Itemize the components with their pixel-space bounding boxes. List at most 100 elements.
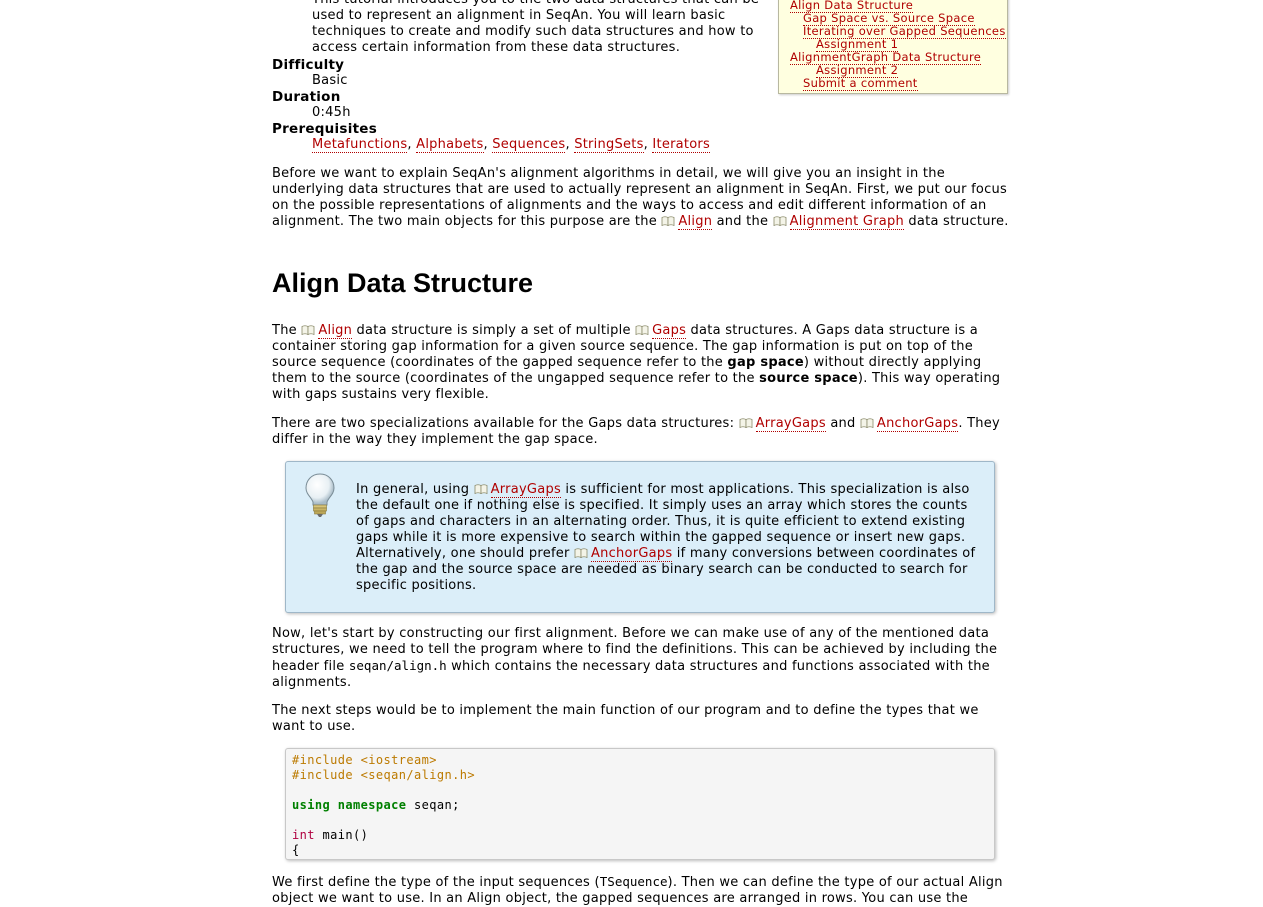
link-gaps[interactable]: Gaps <box>652 323 687 339</box>
intro-line: techniques to create and modify such dat… <box>312 24 754 39</box>
book-icon <box>739 418 753 428</box>
section-heading: Align Data Structure <box>272 268 534 298</box>
text-line: We first define the type of the input se… <box>272 874 1012 891</box>
toc-link-align-data-structure[interactable]: Align Data Structure <box>790 0 914 13</box>
book-icon <box>301 325 315 335</box>
toc-link-alignmentgraph[interactable]: AlignmentGraph Data Structure <box>790 50 982 65</box>
text-line: with gaps sustains very flexible. <box>272 387 490 402</box>
text-line: of gaps and characters in an alternating… <box>356 514 966 529</box>
text-span: if many conversions between coordinates … <box>672 546 976 561</box>
tip-box: In general, using ArrayGaps is sufficien… <box>285 461 995 613</box>
intro-line: access certain information from these da… <box>312 40 681 55</box>
text-span: . They <box>958 416 1000 431</box>
text-span: Alternatively, one should prefer <box>356 546 575 561</box>
intro-line: This tutorial introduces you to the two … <box>312 0 759 8</box>
text-span: data structure is simply a set of multip… <box>352 323 636 338</box>
tip-text: In general, using ArrayGaps is sufficien… <box>356 482 976 594</box>
text-line: There are two specializations available … <box>272 416 1012 432</box>
toc-link-submit-comment[interactable]: Submit a comment <box>803 76 918 91</box>
text-line: on the possible representations of align… <box>272 198 987 213</box>
code-text: seqan; <box>406 798 460 812</box>
text-line: object we want to use. In an Align objec… <box>272 891 969 906</box>
inline-code: seqan/align.h <box>348 658 447 673</box>
code-line: int main() <box>292 828 368 843</box>
text-span: them to the source (coordinates of the u… <box>272 371 760 386</box>
include-paragraph: Now, let's start by constructing our fir… <box>272 626 1012 691</box>
text-span: ). Then we can define the type of our ac… <box>667 875 1003 890</box>
link-anchorgaps[interactable]: AnchorGaps <box>876 416 959 432</box>
difficulty-value: Basic <box>312 73 348 88</box>
text-span: In general, using <box>356 482 474 497</box>
toc-link-assignment-2[interactable]: Assignment 2 <box>816 63 899 78</box>
text-line: The Align data structure is simply a set… <box>272 323 1012 339</box>
text-span: data structures. A Gaps data structure i… <box>686 323 978 338</box>
text-line: want to use. <box>272 719 356 734</box>
prereq-link-iterators[interactable]: Iterators <box>652 137 711 153</box>
text-span: ) without directly applying <box>803 355 982 370</box>
duration-value: 0:45h <box>312 105 351 120</box>
code-line: using namespace seqan; <box>292 798 460 813</box>
text-line: alignments. <box>272 675 352 690</box>
separator: , <box>565 137 575 152</box>
text-line: the gap and the source space are needed … <box>356 562 968 577</box>
book-icon <box>773 216 787 226</box>
intro-description: This tutorial introduces you to the two … <box>312 0 759 56</box>
text-span: which contains the necessary data struct… <box>446 659 990 674</box>
separator: , <box>407 137 417 152</box>
text-line: header file seqan/align.h which contains… <box>272 658 1012 675</box>
text-span: data structure. <box>904 214 1009 229</box>
text-line: Alternatively, one should prefer AnchorG… <box>356 546 976 562</box>
text-line: In general, using ArrayGaps is sufficien… <box>356 482 976 498</box>
term-gap-space: gap space <box>727 355 804 370</box>
text-line: alignment. The two main objects for this… <box>272 214 1012 230</box>
book-icon <box>635 325 649 335</box>
link-arraygaps[interactable]: ArrayGaps <box>755 416 826 432</box>
duration-label: Duration <box>272 89 341 105</box>
intro-paragraph: Before we want to explain SeqAn's alignm… <box>272 166 1012 230</box>
gaps-specializations-paragraph: There are two specializations available … <box>272 416 1012 448</box>
text-line: container storing gap information for a … <box>272 339 973 354</box>
types-paragraph: We first define the type of the input se… <box>272 874 1012 907</box>
prereq-link-alphabets[interactable]: Alphabets <box>416 137 484 153</box>
toc-link-gap-space[interactable]: Gap Space vs. Source Space <box>803 11 975 26</box>
lightbulb-icon <box>305 473 335 517</box>
text-line: them to the source (coordinates of the u… <box>272 371 1012 387</box>
text-span: and the <box>712 214 773 229</box>
keyword: namespace <box>337 798 407 812</box>
code-line: #include <seqan/align.h> <box>292 768 475 782</box>
code-line: #include <iostream> <box>292 753 437 767</box>
link-anchorgaps[interactable]: AnchorGaps <box>591 546 673 562</box>
tutorial-meta-list: Difficulty Basic Duration 0:45h Prerequi… <box>272 57 711 153</box>
term-source-space: source space <box>759 371 858 386</box>
prereq-link-metafunctions[interactable]: Metafunctions <box>312 137 408 153</box>
text-span: We first define the type of the input se… <box>272 875 600 890</box>
text-line: source sequence (coordinates of the gapp… <box>272 355 1012 371</box>
prereq-link-sequences[interactable]: Sequences <box>492 137 566 153</box>
toc-link-assignment-1[interactable]: Assignment 1 <box>816 37 899 52</box>
text-line: structures, we need to tell the program … <box>272 642 998 657</box>
align-paragraph: The Align data structure is simply a set… <box>272 323 1012 403</box>
text-span: The <box>272 323 302 338</box>
book-icon <box>574 548 588 558</box>
book-icon <box>661 216 675 226</box>
prereq-link-stringsets[interactable]: StringSets <box>574 137 644 153</box>
toc-link-iterating[interactable]: Iterating over Gapped Sequences <box>803 24 1006 39</box>
table-of-contents: Align Data Structure Gap Space vs. Sourc… <box>778 0 1008 94</box>
text-line: underlying data structures that are used… <box>272 182 1008 197</box>
keyword: using <box>292 798 331 812</box>
link-align[interactable]: Align <box>318 323 353 339</box>
book-icon <box>474 484 488 494</box>
inline-code: TSequence <box>599 874 668 889</box>
text-span: ). This way operating <box>857 371 1001 386</box>
text-span: source sequence (coordinates of the gapp… <box>272 355 728 370</box>
text-span: is sufficient for most applications. Thi… <box>560 482 970 497</box>
link-align[interactable]: Align <box>678 214 713 230</box>
text-line: The next steps would be to implement the… <box>272 703 979 718</box>
code-block: #include <iostream> #include <seqan/alig… <box>285 748 995 860</box>
type-keyword: int <box>292 828 315 842</box>
prerequisites-links: Metafunctions, Alphabets, Sequences, Str… <box>272 137 711 153</box>
text-span: alignment. The two main objects for this… <box>272 214 662 229</box>
text-span: and <box>825 416 860 431</box>
link-arraygaps[interactable]: ArrayGaps <box>490 482 561 498</box>
link-alignment-graph[interactable]: Alignment Graph <box>789 214 905 230</box>
